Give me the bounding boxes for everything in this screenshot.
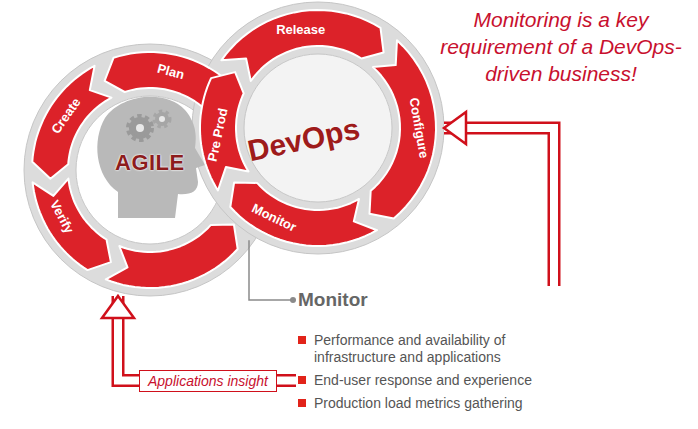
arrow-head	[444, 112, 466, 144]
cycle-arrow	[32, 66, 111, 179]
cycle-arrow	[230, 183, 377, 247]
bullet-item: Production load metrics gathering	[298, 395, 588, 412]
leader-dot	[290, 297, 296, 303]
box-heading: Monitor	[298, 288, 588, 312]
step-label: Create	[48, 94, 84, 136]
edge-label: Applications insight	[139, 370, 277, 392]
devops-title: DevOps	[244, 112, 362, 169]
arrow-head	[102, 296, 134, 318]
gear-icon	[155, 112, 169, 126]
cycle-step: Pre Prod	[203, 103, 234, 168]
hollow-arrow	[444, 112, 554, 286]
gear-hub	[136, 124, 144, 132]
arrow-outline	[118, 296, 296, 381]
cycle-arrow	[370, 40, 437, 218]
step-label: Pre Prod	[205, 107, 232, 163]
agile-loop: AGILE Create PlanVerify	[26, 46, 274, 294]
agile-title: AGILE	[115, 150, 185, 176]
ring-edge	[244, 54, 392, 202]
callout-note: Monitoring is a key requirement of a Dev…	[430, 6, 692, 87]
devops-loop: DevOps Pre Prod ReleaseConfigureMonitor	[194, 4, 442, 252]
cycle-step: Configure	[403, 92, 433, 163]
bullet-item: Performance and availability of infrastr…	[298, 332, 588, 366]
arrow-body	[118, 296, 296, 381]
step-label: Verify	[47, 198, 78, 237]
monitor-box: MonitorPerformance and availability of i…	[298, 288, 588, 412]
step-label: Release	[276, 22, 325, 38]
ring-edge	[192, 2, 444, 254]
ring-edge	[24, 44, 276, 296]
gear-hub	[159, 116, 165, 122]
cycle-step: Release	[272, 21, 329, 39]
cycle-arrow	[106, 225, 238, 289]
leader-line	[249, 240, 296, 303]
step-label: Configure	[405, 96, 431, 159]
step-label: Plan	[156, 61, 187, 84]
cycle-step: Plan	[152, 59, 191, 86]
hollow-arrow	[102, 296, 296, 381]
cycle-step: Verify	[44, 194, 80, 241]
leader-path	[249, 240, 293, 300]
arrow-body	[444, 128, 554, 286]
step-label: Monitor	[249, 200, 299, 235]
gear-icon	[129, 117, 151, 139]
cycle-step: Create	[45, 91, 88, 141]
arrow-outline	[444, 128, 554, 286]
bullet-item: End-user response and experience	[298, 372, 588, 389]
cycle-step: Monitor	[245, 198, 303, 239]
cycle-arrow	[33, 179, 111, 271]
cycle-arrow	[221, 10, 383, 81]
cycle-arrow	[200, 72, 249, 190]
head-silhouette	[97, 97, 205, 218]
